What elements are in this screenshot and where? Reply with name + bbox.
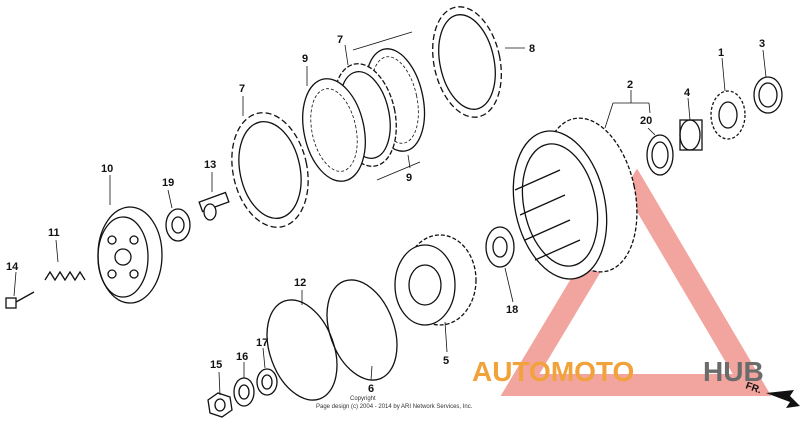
part-18-washer — [485, 226, 515, 268]
part-12-o-ring — [266, 299, 338, 401]
label-part-12: 12 — [294, 277, 306, 289]
part-19-bearing — [165, 208, 191, 242]
label-part-2: 2 — [627, 79, 633, 91]
front-direction-indicator: FR. — [744, 380, 800, 408]
front-direction-label: FR. — [744, 380, 763, 396]
label-part-1: 1 — [718, 47, 724, 59]
label-part-7-upper: 7 — [337, 34, 343, 46]
part-number-labels: 1 2 3 4 5 6 7 7 8 9 9 10 11 12 13 14 15 … — [6, 34, 765, 395]
label-part-15: 15 — [210, 359, 222, 371]
part-1-oil-pump-sprocket — [710, 90, 746, 140]
front-arrow-icon — [766, 390, 800, 408]
part-9-clutch-plate-front — [302, 78, 366, 182]
leader-lines — [13, 44, 767, 396]
part-20-needle-bearing — [646, 134, 674, 176]
copyright-line-1: Copyright — [350, 396, 376, 402]
label-part-18: 18 — [506, 304, 518, 316]
part-17-washer — [256, 368, 278, 396]
watermark-word-automoto: AUTOMOTO — [472, 356, 634, 387]
label-part-17: 17 — [256, 337, 268, 349]
copyright-line-2: Page design (c) 2004 - 2014 by ARI Netwo… — [316, 404, 473, 410]
part-7-friction-disc-lower — [231, 112, 309, 228]
label-part-4: 4 — [684, 87, 691, 99]
label-part-9-upper: 9 — [302, 53, 308, 65]
label-part-6: 6 — [368, 383, 374, 395]
label-part-11: 11 — [48, 227, 60, 239]
part-11-clutch-spring — [44, 270, 86, 282]
label-part-8: 8 — [529, 43, 535, 55]
part-8-friction-disc — [432, 6, 502, 118]
copyright-notice: Copyright Page design (c) 2004 - 2014 by… — [316, 396, 473, 410]
label-part-3: 3 — [759, 38, 765, 50]
label-part-9-lower: 9 — [406, 172, 412, 184]
part-16-lock-washer — [233, 377, 255, 407]
label-part-13: 13 — [204, 159, 216, 171]
part-5-clutch-center — [394, 234, 477, 326]
part-14-bolt — [5, 291, 35, 309]
watermark-triangle-logo — [500, 168, 772, 396]
watermark-text: AUTOMOTO HUB — [472, 356, 764, 387]
label-part-10: 10 — [101, 163, 113, 175]
part-6-o-ring — [326, 279, 398, 381]
part-13-lifter-piece — [198, 191, 230, 221]
part-2-clutch-outer-basket — [512, 117, 638, 280]
part-3-bush — [753, 76, 783, 114]
label-part-20: 20 — [640, 115, 652, 127]
label-part-16: 16 — [236, 351, 248, 363]
label-part-7-lower: 7 — [239, 83, 245, 95]
watermark-word-hub: HUB — [703, 356, 764, 387]
part-15-lock-nut — [207, 392, 233, 418]
label-part-19: 19 — [162, 177, 174, 189]
label-part-5: 5 — [443, 355, 449, 367]
part-4-collar — [679, 119, 703, 151]
label-part-14: 14 — [6, 261, 19, 273]
part-10-pressure-plate — [97, 206, 163, 304]
